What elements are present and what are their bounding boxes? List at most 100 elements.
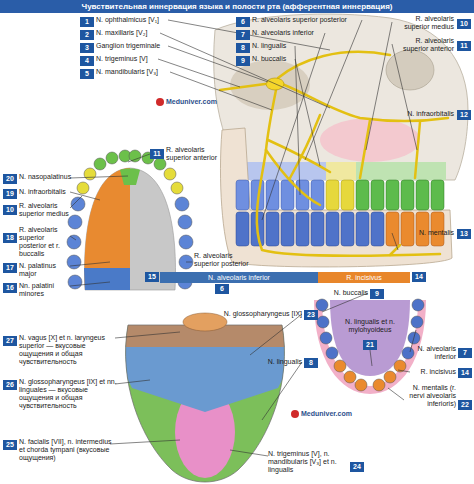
part-label: Ganglion trigeminale [96,42,236,50]
callout-number: 7 [236,30,250,40]
tooth [334,360,346,372]
tooth [296,212,309,246]
leader-line [70,192,100,200]
part-label: R. alveolaris superior anterior [392,37,454,53]
leader-line [160,33,330,108]
tooth [236,180,249,210]
tooth [411,316,423,328]
part-label: R. alveolaris superior medius [19,202,71,218]
skull [214,14,468,180]
callout-number: 14 [458,368,472,378]
tooth [356,180,369,210]
callout-number: 26 [3,380,17,390]
tooth [401,212,414,246]
part-label: N. glossopharyngeus [IX] et nn. linguale… [19,378,119,410]
part-label: N. alveolaris inferior [252,29,382,37]
nerve [266,150,320,205]
part-label: R. alveolaris superior posterior et r. b… [19,226,71,258]
tooth [384,371,396,383]
callout-number: 12 [457,110,471,120]
leader-line [70,176,128,178]
tooth [94,158,106,170]
leader-line [370,350,372,366]
tooth [67,235,81,249]
part-label: N. trigeminus [V], n. mandibularis [V₃] … [268,450,348,474]
nerve [257,150,440,256]
alveolar-bone [356,162,446,180]
band-label: R. incisivus [346,274,381,281]
leader-line [230,450,268,456]
leader-line [115,380,150,384]
tooth [129,150,141,162]
part-label: R. incisivus [410,368,456,376]
nerve [278,52,390,78]
part-label: N. buccalis [318,289,368,297]
part-label: N. ophthalmicus [V₁] [96,16,236,24]
nerve [360,120,370,178]
callout-number: 3 [80,43,94,53]
leader-line [410,330,416,352]
tooth [341,180,354,210]
tooth [175,197,189,211]
leader-line [295,59,320,166]
callout-number: 19 [3,189,17,199]
tooth [281,180,294,210]
tooth [179,255,193,269]
callout-number: 16 [3,283,17,293]
tooth [68,275,82,289]
callout-number: 10 [457,19,471,29]
leader-line [392,44,417,150]
callout-number: 24 [350,462,364,472]
orbit [386,50,434,90]
part-label: Nn. palatini minores [19,282,71,298]
nasopalatine-zone [120,169,140,186]
part-label: N. infraorbitalis [380,110,454,118]
tooth [178,215,192,229]
tooth [266,212,279,246]
callout-number: 25 [3,440,17,450]
leader-line [70,282,110,286]
leader-line [398,370,410,372]
part-label: N. lingualis [262,358,302,366]
part-label: N. lingualis et n. mylohyoideus [340,318,400,334]
tooth [326,347,338,359]
band-label: N. alveolaris inferior [208,274,270,281]
nerve [390,245,400,255]
leader-line [70,196,82,208]
leader-line [128,154,150,162]
part-label: R. alveolaris superior posterior [252,16,382,24]
mandible-teeth [316,299,424,391]
callout-number: 6 [215,284,229,294]
tooth [371,180,384,210]
part-label: N. mentalis [390,229,454,237]
nerve [220,84,265,90]
callout-number: 2 [80,30,94,40]
watermark-icon [156,98,164,106]
tongue-outline [126,325,285,482]
callout-number: 9 [370,289,384,299]
part-label: N. infraorbitalis [19,188,73,196]
watermark: Meduniver.com [166,98,217,105]
tooth [431,180,444,210]
part-label: N. maxillaris [V₂] [96,29,236,37]
tooth [402,347,414,359]
part-label: R. alveolaris superior medius [392,15,454,31]
callout-number: 11 [150,149,164,159]
leader-lines [70,20,417,456]
part-label: N. facialis [VII], n. intermedius et cho… [19,438,114,462]
tooth [67,255,81,269]
part-label: N. palatinus major [19,262,71,278]
tooth [171,182,183,194]
tooth [317,316,329,328]
cranial-base [230,60,310,110]
part-label: N. vagus [X] et n. laryngeus superior — … [19,334,119,366]
tooth [401,180,414,210]
tooth [68,215,82,229]
title-bar: Чувствительная иннервация языка и полост… [0,0,474,13]
tooth [281,212,294,246]
tooth [355,379,367,391]
part-label: N. nasopalatinus [19,173,73,181]
callout-number: 14 [412,272,426,282]
